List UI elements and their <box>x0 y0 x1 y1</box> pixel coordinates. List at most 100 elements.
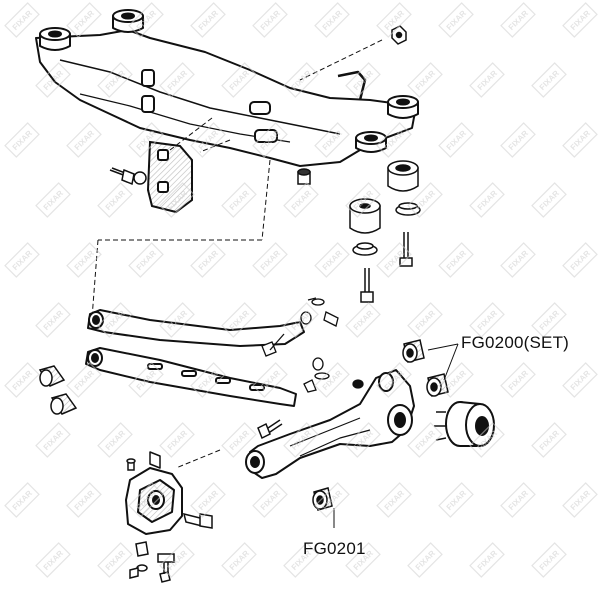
watermark-tile: FIXAR <box>4 242 40 278</box>
watermark-tile: FIXAR <box>407 422 443 458</box>
watermark-text: FIXAR <box>569 129 592 152</box>
watermark-tile: FIXAR <box>252 242 288 278</box>
watermark-tile: FIXAR <box>500 122 536 158</box>
watermark-tile: FIXAR <box>128 242 164 278</box>
watermark-tile: FIXAR <box>97 422 133 458</box>
watermark-text: FIXAR <box>445 369 468 392</box>
watermark-text: FIXAR <box>42 189 65 212</box>
watermark-text: FIXAR <box>11 489 34 512</box>
engine-mount-block <box>146 140 193 214</box>
part-label-fg0201: FG0201 <box>303 539 366 558</box>
watermark-text: FIXAR <box>290 69 313 92</box>
watermark-tile: FIXAR <box>562 482 598 518</box>
watermark-text: FIXAR <box>197 249 220 272</box>
watermark-text: FIXAR <box>259 249 282 272</box>
watermark-text: FIXAR <box>73 369 96 392</box>
watermark-tile: FIXAR <box>314 242 350 278</box>
watermark-text: FIXAR <box>321 369 344 392</box>
watermark-text: FIXAR <box>445 9 468 32</box>
part-label-fg0200: FG0200(SET) <box>461 333 570 352</box>
watermark-text: FIXAR <box>290 189 313 212</box>
watermark-tile: FIXAR <box>314 482 350 518</box>
watermark-tile: FIXAR <box>4 122 40 158</box>
watermark-tile: FIXAR <box>500 362 536 398</box>
watermark-text: FIXAR <box>104 549 127 572</box>
watermark-text: FIXAR <box>507 129 530 152</box>
fg0200-bushing-set <box>402 339 449 397</box>
watermark-text: FIXAR <box>42 429 65 452</box>
watermark-tile: FIXAR <box>469 62 505 98</box>
watermark-tile: FIXAR <box>438 482 474 518</box>
watermark-tile: FIXAR <box>562 122 598 158</box>
watermark-text: FIXAR <box>538 69 561 92</box>
watermark-text: FIXAR <box>569 9 592 32</box>
watermark-tile: FIXAR <box>35 182 71 218</box>
watermark-text: FIXAR <box>73 129 96 152</box>
watermark-tile: FIXAR <box>562 2 598 38</box>
watermark-text: FIXAR <box>445 489 468 512</box>
watermark-text: FIXAR <box>259 9 282 32</box>
watermark-tile: FIXAR <box>531 542 567 578</box>
watermark-tile: FIXAR <box>35 542 71 578</box>
watermark-text: FIXAR <box>476 189 499 212</box>
watermark-text: FIXAR <box>476 549 499 572</box>
watermark-tile: FIXAR <box>469 542 505 578</box>
fg0200-leader <box>427 343 459 381</box>
small-bushing <box>297 168 311 185</box>
watermark-tile: FIXAR <box>66 482 102 518</box>
watermark-text: FIXAR <box>414 429 437 452</box>
bolt <box>257 419 283 440</box>
watermark-text: FIXAR <box>228 429 251 452</box>
watermark-tile: FIXAR <box>438 122 474 158</box>
watermark-text: FIXAR <box>197 489 220 512</box>
watermark-tile: FIXAR <box>159 422 195 458</box>
watermark-tile: FIXAR <box>407 62 443 98</box>
watermark-tile: FIXAR <box>97 542 133 578</box>
watermark-text: FIXAR <box>538 189 561 212</box>
top-mount-bushing <box>349 160 421 303</box>
watermark-text: FIXAR <box>414 69 437 92</box>
watermark-text: FIXAR <box>11 249 34 272</box>
watermark-tile: FIXAR <box>283 182 319 218</box>
watermark-text: FIXAR <box>73 249 96 272</box>
watermark-text: FIXAR <box>445 249 468 272</box>
watermark-text: FIXAR <box>166 429 189 452</box>
watermark-tile: FIXAR <box>376 482 412 518</box>
watermark-tile: FIXAR <box>190 2 226 38</box>
watermark-text: FIXAR <box>104 189 127 212</box>
watermark-tile: FIXAR <box>97 182 133 218</box>
watermark-text: FIXAR <box>321 249 344 272</box>
watermark-text: FIXAR <box>507 489 530 512</box>
mount-cup-lower <box>355 131 387 153</box>
watermark-text: FIXAR <box>11 369 34 392</box>
watermark-text: FIXAR <box>11 9 34 32</box>
watermark-tile: FIXAR <box>4 2 40 38</box>
watermark-tile: FIXAR <box>562 242 598 278</box>
watermark-tile: FIXAR <box>500 242 536 278</box>
watermark-tile: FIXAR <box>469 302 505 338</box>
watermark-tile: FIXAR <box>438 242 474 278</box>
mount-cup-right <box>387 95 419 119</box>
watermark-tile: FIXAR <box>407 542 443 578</box>
watermark-text: FIXAR <box>445 129 468 152</box>
watermark-text: FIXAR <box>42 549 65 572</box>
bolt <box>109 167 147 186</box>
watermark-text: FIXAR <box>11 129 34 152</box>
watermark-tile: FIXAR <box>407 302 443 338</box>
rear-knuckle-arm <box>245 369 415 479</box>
watermark-tile: FIXAR <box>190 482 226 518</box>
watermark-text: FIXAR <box>507 9 530 32</box>
watermark-tile: FIXAR <box>531 182 567 218</box>
watermark-text: FIXAR <box>476 309 499 332</box>
trailing-arm-lower <box>85 347 297 407</box>
arm-bushings-left <box>38 365 78 415</box>
watermark-text: FIXAR <box>197 9 220 32</box>
arm-hardware <box>261 297 364 393</box>
watermark-text: FIXAR <box>569 369 592 392</box>
watermark-tile: FIXAR <box>531 62 567 98</box>
watermark-text: FIXAR <box>73 489 96 512</box>
watermark-text: FIXAR <box>414 189 437 212</box>
rear-subframe <box>35 9 419 167</box>
mount-cup-left <box>39 27 71 51</box>
